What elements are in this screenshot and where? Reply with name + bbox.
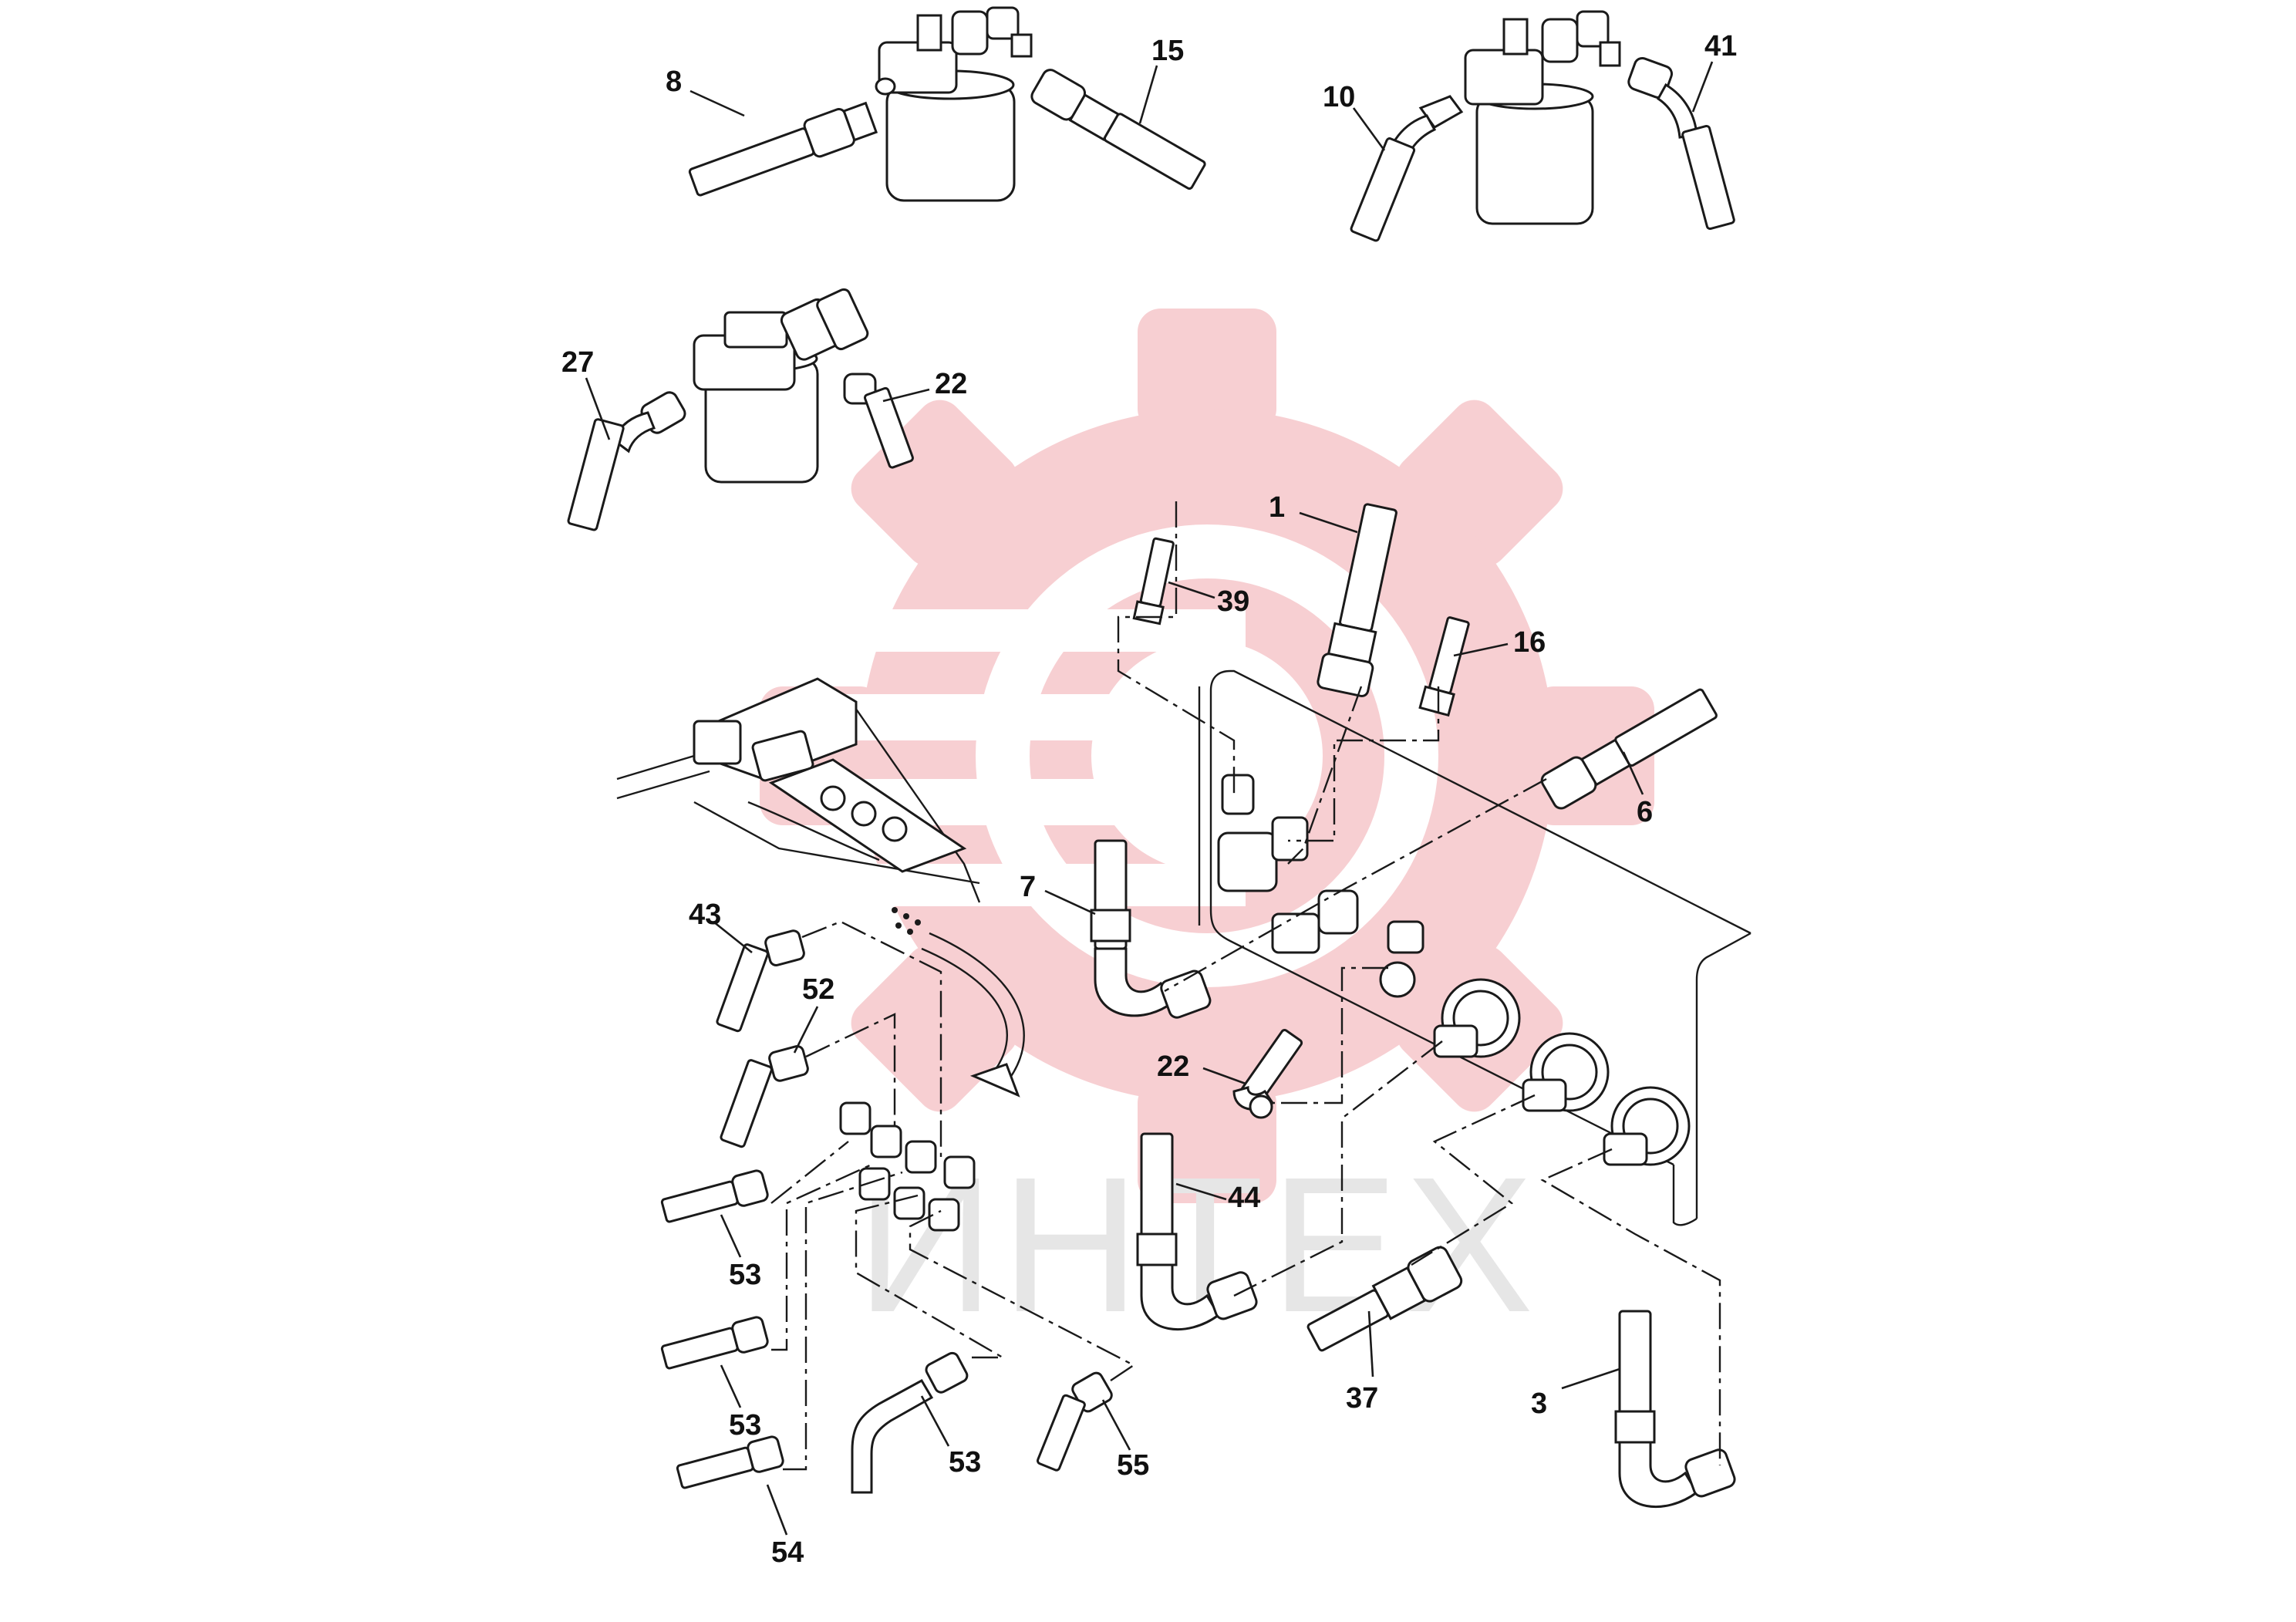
callout-44: 44	[1228, 1182, 1260, 1214]
callout-52: 52	[802, 973, 834, 1006]
filter-assembly-top-right	[1350, 10, 1735, 242]
callout-15: 15	[1151, 35, 1184, 67]
callout-3: 3	[1531, 1388, 1547, 1420]
filter-assembly-top-left	[688, 6, 1206, 202]
callout-10: 10	[1323, 81, 1355, 113]
hoses-central	[1090, 503, 1718, 1119]
tank-manifold	[1198, 669, 1752, 1226]
callout-43: 43	[689, 899, 721, 931]
callout-6: 6	[1637, 796, 1653, 828]
callout-39: 39	[1217, 585, 1249, 618]
callout-53-a: 53	[729, 1259, 761, 1291]
hoses-lower-right	[1136, 1132, 1736, 1509]
callout-7: 7	[1020, 871, 1036, 903]
connection-lines	[770, 501, 1721, 1471]
callout-22-bottom: 22	[1157, 1050, 1189, 1083]
callout-labels: 8 15 10 41 27 22 1 39 16 6 7 43 52 22 53…	[561, 30, 1737, 1569]
callout-22-top: 22	[935, 368, 967, 400]
callout-41: 41	[1704, 30, 1737, 62]
callout-27: 27	[561, 346, 594, 379]
callout-54: 54	[771, 1536, 804, 1569]
callout-8: 8	[666, 66, 682, 98]
callout-53-b: 53	[729, 1409, 761, 1442]
callout-1: 1	[1269, 491, 1285, 524]
filter-assembly-middle-left	[567, 288, 914, 531]
callout-53-c: 53	[949, 1446, 981, 1479]
leader-lines	[585, 61, 1714, 1536]
callout-55: 55	[1117, 1449, 1149, 1482]
valve-block	[616, 677, 1025, 1098]
callout-37: 37	[1346, 1382, 1378, 1415]
hoses-lower-left	[660, 929, 1113, 1494]
callout-16: 16	[1513, 626, 1546, 659]
